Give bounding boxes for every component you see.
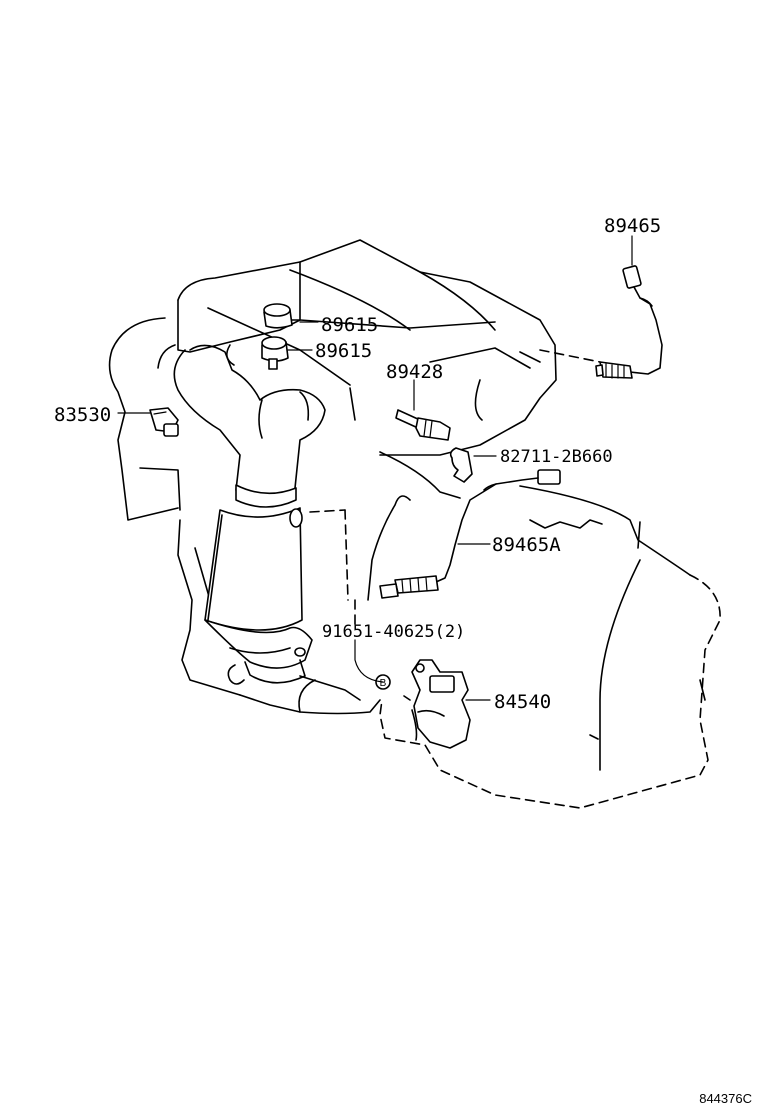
callout-89615-lower: 89615 <box>315 340 372 362</box>
o2-sensor-upper <box>595 265 663 379</box>
knock-sensor-lower <box>261 336 289 370</box>
knock-sensor-upper <box>263 303 301 329</box>
callout-82711-2b660: 82711-2B660 <box>500 447 613 467</box>
figure-code: 844376C <box>699 1091 752 1106</box>
callout-91651-40625: 91651-40625(2) <box>322 622 465 642</box>
o2-sensor-lower <box>379 469 561 599</box>
neutral-start-switch <box>403 659 471 749</box>
callout-83530: 83530 <box>54 404 111 426</box>
exhaust-manifold <box>173 344 361 701</box>
temp-sensor <box>395 409 451 441</box>
callout-89465: 89465 <box>604 215 661 237</box>
engine-outline <box>108 239 721 809</box>
leader-lines <box>117 235 633 701</box>
callout-89428: 89428 <box>386 361 443 383</box>
callout-84540: 84540 <box>494 691 551 713</box>
wire-clamp <box>449 447 473 483</box>
callout-89615-upper: 89615 <box>321 314 378 336</box>
oil-pressure-switch <box>149 407 179 437</box>
callout-89465a: 89465A <box>492 534 561 556</box>
bolt-marker-letter: B <box>380 678 387 689</box>
